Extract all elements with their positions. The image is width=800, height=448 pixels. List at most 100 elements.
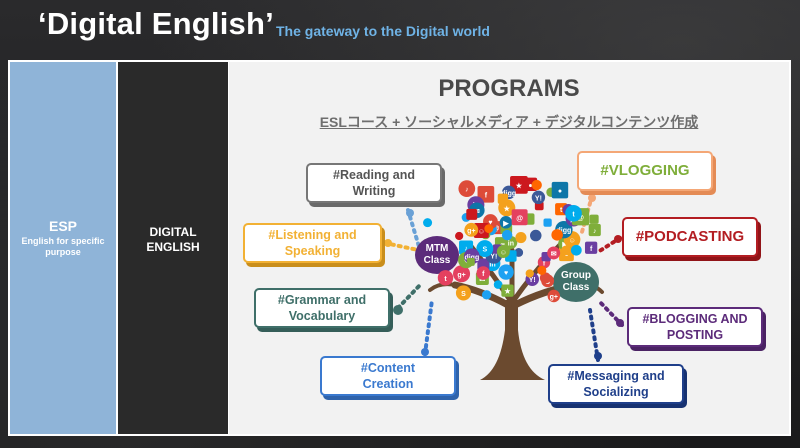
social-icon <box>530 229 542 242</box>
svg-text:●: ● <box>528 182 532 189</box>
svg-text:▶: ▶ <box>561 242 568 249</box>
svg-text:♪: ♪ <box>593 228 597 235</box>
mtm-class-label: MTM Class <box>423 243 451 266</box>
program-messaging-socializing: #Messaging and Socializing <box>548 364 684 404</box>
svg-text:f: f <box>543 260 546 267</box>
social-icon <box>466 208 478 220</box>
program-content-creation: #Content Creation <box>320 356 456 396</box>
svg-text:☺: ☺ <box>568 238 575 245</box>
social-icon: ✉ <box>547 246 561 260</box>
esp-subtitle: English for specific purpose <box>21 236 105 257</box>
program-grammar-vocabulary: #Grammar and Vocabulary <box>254 288 390 328</box>
social-icon: ♪ <box>588 223 601 237</box>
social-icon <box>455 231 464 241</box>
social-icon <box>531 179 542 191</box>
svg-text:in: in <box>508 240 514 247</box>
svg-text:f: f <box>485 192 488 199</box>
social-icon: g+ <box>464 222 479 237</box>
mtm-bubble <box>415 236 459 274</box>
svg-text:@: @ <box>577 215 584 222</box>
svg-text:g+: g+ <box>457 272 465 279</box>
social-icon: g+ <box>453 265 471 283</box>
program-listening-speaking: #Listening and Speaking <box>243 223 382 263</box>
svg-text:Y!: Y! <box>535 195 542 202</box>
svg-text:t: t <box>444 276 447 283</box>
svg-text:digg: digg <box>556 228 571 235</box>
social-icon <box>543 218 552 227</box>
svg-text:Y!: Y! <box>529 277 536 284</box>
social-icon <box>466 257 475 266</box>
connector-grammar <box>396 283 422 310</box>
svg-text:☺: ☺ <box>500 250 507 257</box>
program-podcasting: #PODCASTING <box>622 217 758 257</box>
social-icon: ♥ <box>498 264 514 280</box>
svg-text:f: f <box>482 271 485 278</box>
social-icon: ★ <box>501 284 514 297</box>
page-title: ‘Digital English’ <box>38 6 274 41</box>
social-icon <box>484 224 494 234</box>
social-icon <box>551 229 563 241</box>
connector-podcast <box>596 236 622 254</box>
svg-text:g+: g+ <box>467 228 475 235</box>
svg-text:✉: ✉ <box>479 277 485 284</box>
social-icon <box>537 265 547 275</box>
social-icon <box>493 280 503 289</box>
svg-text:t: t <box>572 211 575 218</box>
social-icon: S <box>476 240 494 258</box>
svg-text:♥: ♥ <box>504 270 508 277</box>
svg-text:★: ★ <box>504 288 511 296</box>
social-icon: ♪ <box>458 180 476 198</box>
program-reading-writing: #Reading and Writing <box>306 163 442 203</box>
social-icon <box>570 244 582 256</box>
svg-text:@: @ <box>516 215 523 222</box>
svg-text:S: S <box>482 247 487 254</box>
social-icon <box>561 245 571 256</box>
social-icon: f <box>476 266 491 280</box>
social-icon <box>481 290 492 300</box>
social-icon: S <box>455 285 472 301</box>
esp-column: ESP English for specific purpose <box>10 62 117 434</box>
social-icon: @ <box>511 209 528 226</box>
svg-text:t: t <box>560 207 563 214</box>
connector-vlog <box>580 194 594 234</box>
program-blogging-posting: #BLOGGING AND POSTING <box>627 307 763 347</box>
social-icons-canopy: ft@SY!g+in♪●✉♥★digg▶☺ft@SY!g+in♪●✉♥★digg… <box>423 176 601 303</box>
programs-subtitle: ESLコース + ソーシャルメディア + デジタルコンテンツ作成 <box>319 114 699 130</box>
group-bubble <box>553 262 599 302</box>
svg-text:♥: ♥ <box>488 220 492 227</box>
svg-text:g+: g+ <box>550 294 558 301</box>
social-icon <box>423 218 433 228</box>
social-icon: g+ <box>547 289 561 303</box>
digital-english-column: DIGITAL ENGLISH <box>118 62 228 434</box>
social-icon: f <box>584 241 598 254</box>
svg-text:★: ★ <box>504 205 511 213</box>
social-icon <box>539 272 551 284</box>
svg-text:♪: ♪ <box>464 246 468 253</box>
svg-text:●: ● <box>558 188 562 195</box>
connector-content <box>423 298 434 356</box>
social-icon: ☺ <box>496 245 510 259</box>
svg-text:Y!: Y! <box>490 253 497 260</box>
svg-text:♪: ♪ <box>465 187 469 194</box>
social-icon <box>525 269 534 278</box>
svg-text:✉: ✉ <box>551 251 557 258</box>
digital-english-label: DIGITAL ENGLISH <box>146 225 200 254</box>
social-icon: t <box>565 204 582 222</box>
svg-text:in: in <box>489 261 495 268</box>
page-subtitle: The gateway to the Digital world <box>276 23 490 39</box>
group-class-label: Group Class <box>561 270 591 293</box>
svg-text:★: ★ <box>516 182 523 190</box>
svg-text:digg: digg <box>464 254 479 261</box>
programs-title: PROGRAMS <box>438 75 580 102</box>
esp-title: ESP <box>48 218 77 234</box>
social-icon <box>501 229 513 241</box>
svg-text:S: S <box>461 291 466 298</box>
program-vlogging: #VLOGGING <box>577 151 713 191</box>
connector-messaging <box>588 308 600 362</box>
social-icon: ● <box>551 181 569 199</box>
social-icon: Y! <box>531 190 546 205</box>
svg-text:digg: digg <box>501 190 516 197</box>
svg-text:☺: ☺ <box>478 228 485 235</box>
social-icon <box>589 214 599 224</box>
